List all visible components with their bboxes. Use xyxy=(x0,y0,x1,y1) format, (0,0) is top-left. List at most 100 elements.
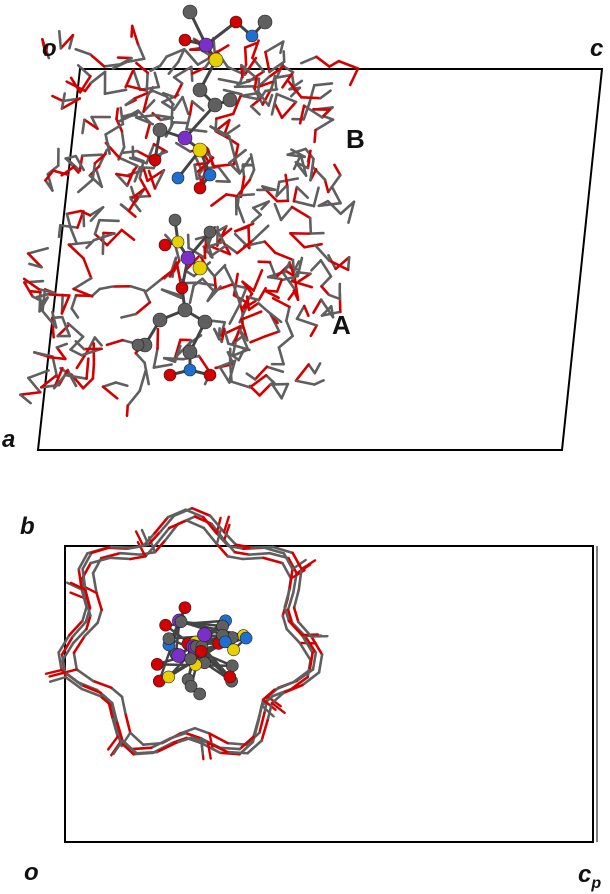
oxygen-bond xyxy=(173,338,182,359)
carbon-bond xyxy=(309,157,315,182)
carbon-bond xyxy=(185,113,192,131)
oxygen-atom xyxy=(175,281,189,295)
carbon-bond xyxy=(249,105,261,116)
oxygen-bond xyxy=(105,228,124,247)
carbon-bond xyxy=(280,382,290,400)
oxygen-bond xyxy=(188,100,194,116)
carbon-bond xyxy=(98,218,120,223)
carbon-bond xyxy=(285,305,291,323)
carbon-bond xyxy=(277,334,294,349)
oxygen-bond xyxy=(190,506,212,518)
carbon-bond xyxy=(74,154,86,172)
carbon-bond xyxy=(292,199,316,208)
nitrogen-atom xyxy=(239,631,253,645)
oxygen-bond xyxy=(258,383,272,397)
carbon-bond xyxy=(312,186,320,208)
carbon-bond xyxy=(57,30,63,50)
oxygen-bond xyxy=(239,175,246,199)
carbon-bond xyxy=(298,641,312,662)
carbon-bond xyxy=(129,197,142,213)
carbon-bond xyxy=(282,65,295,74)
oxygen-bond xyxy=(233,550,251,556)
carbon-bond xyxy=(69,226,78,245)
oxygen-bond xyxy=(241,280,255,292)
carbon-bond xyxy=(170,103,174,128)
carbon-bond xyxy=(281,614,289,631)
carbon-bond xyxy=(226,555,245,561)
carbon-bond xyxy=(119,106,125,126)
oxygen-atom xyxy=(194,645,208,658)
cyclodextrin-ring-projection xyxy=(44,506,329,761)
oxygen-bond xyxy=(95,591,103,612)
oxygen-bond xyxy=(22,277,40,291)
carbon-bond xyxy=(60,653,67,674)
oxygen-atom xyxy=(178,33,192,47)
oxygen-bond xyxy=(55,346,67,361)
carbon-bond xyxy=(64,157,76,168)
substituent-bond xyxy=(136,541,147,558)
carbon-bond xyxy=(209,125,231,138)
carbon-bond xyxy=(143,361,151,386)
carbon-bond xyxy=(80,153,104,158)
carbon-atom xyxy=(193,687,207,701)
oxygen-bond xyxy=(59,33,75,50)
oxygen-bond xyxy=(300,96,322,100)
oxygen-bond xyxy=(147,530,162,546)
oxygen-bond xyxy=(124,711,132,734)
oxygen-bond xyxy=(136,149,152,160)
carbon-bond xyxy=(314,118,335,132)
carbon-bond xyxy=(98,285,114,291)
oxygen-bond xyxy=(172,259,181,272)
oxygen-bond xyxy=(298,104,306,125)
oxygen-atom xyxy=(229,15,243,29)
carbon-bond xyxy=(281,561,293,580)
carbon-bond xyxy=(228,361,233,383)
carbon-atom xyxy=(184,679,198,693)
carbon-bond xyxy=(89,70,107,85)
carbon-bond xyxy=(297,567,303,592)
oxygen-bond xyxy=(147,169,157,190)
carbon-bond xyxy=(133,166,142,183)
carbon-bond xyxy=(271,545,294,555)
carbon-bond xyxy=(294,379,316,386)
oxygen-atom xyxy=(203,368,217,382)
axis-label-cp-subscript: p xyxy=(590,875,601,892)
oxygen-bond xyxy=(68,619,84,637)
carbon-bond xyxy=(144,542,158,558)
carbon-bond xyxy=(295,185,310,200)
carbon-bond xyxy=(292,153,303,171)
carbon-bond xyxy=(101,381,118,389)
carbon-bond xyxy=(347,200,356,224)
carbon-bond xyxy=(55,342,69,349)
carbon-bond xyxy=(268,60,286,74)
carbon-bond xyxy=(126,389,142,407)
carbon-bond xyxy=(172,120,189,125)
oxygen-bond xyxy=(40,374,58,389)
cyclodextrin-host-b xyxy=(41,24,360,235)
oxygen-bond xyxy=(290,279,314,289)
carbon-bond xyxy=(290,270,299,283)
substituent-bond xyxy=(48,675,67,683)
sulfur-atom xyxy=(162,670,175,684)
carbon-bond xyxy=(44,179,54,192)
substituent-bond xyxy=(208,732,214,751)
carbon-bond xyxy=(74,339,86,351)
carbon-bond xyxy=(297,620,313,638)
oxygen-bond xyxy=(262,556,284,565)
oxygen-bond xyxy=(99,551,122,560)
carbon-bond xyxy=(162,356,177,364)
carbon-bond xyxy=(208,240,225,248)
carbon-atom xyxy=(225,659,239,673)
carbon-bond xyxy=(263,546,286,555)
carbon-bond xyxy=(257,698,265,718)
oxygen-bond xyxy=(292,606,300,624)
substituent-bond xyxy=(300,559,317,571)
carbon-bond xyxy=(37,287,56,295)
carbon-bond xyxy=(125,57,146,64)
carbon-bond xyxy=(208,514,226,534)
carbon-bond xyxy=(218,359,237,368)
carbon-bond xyxy=(104,122,125,136)
oxygen-bond xyxy=(101,385,119,400)
axis-label-origin-top: o xyxy=(42,35,57,62)
substituent-bond xyxy=(112,739,124,756)
